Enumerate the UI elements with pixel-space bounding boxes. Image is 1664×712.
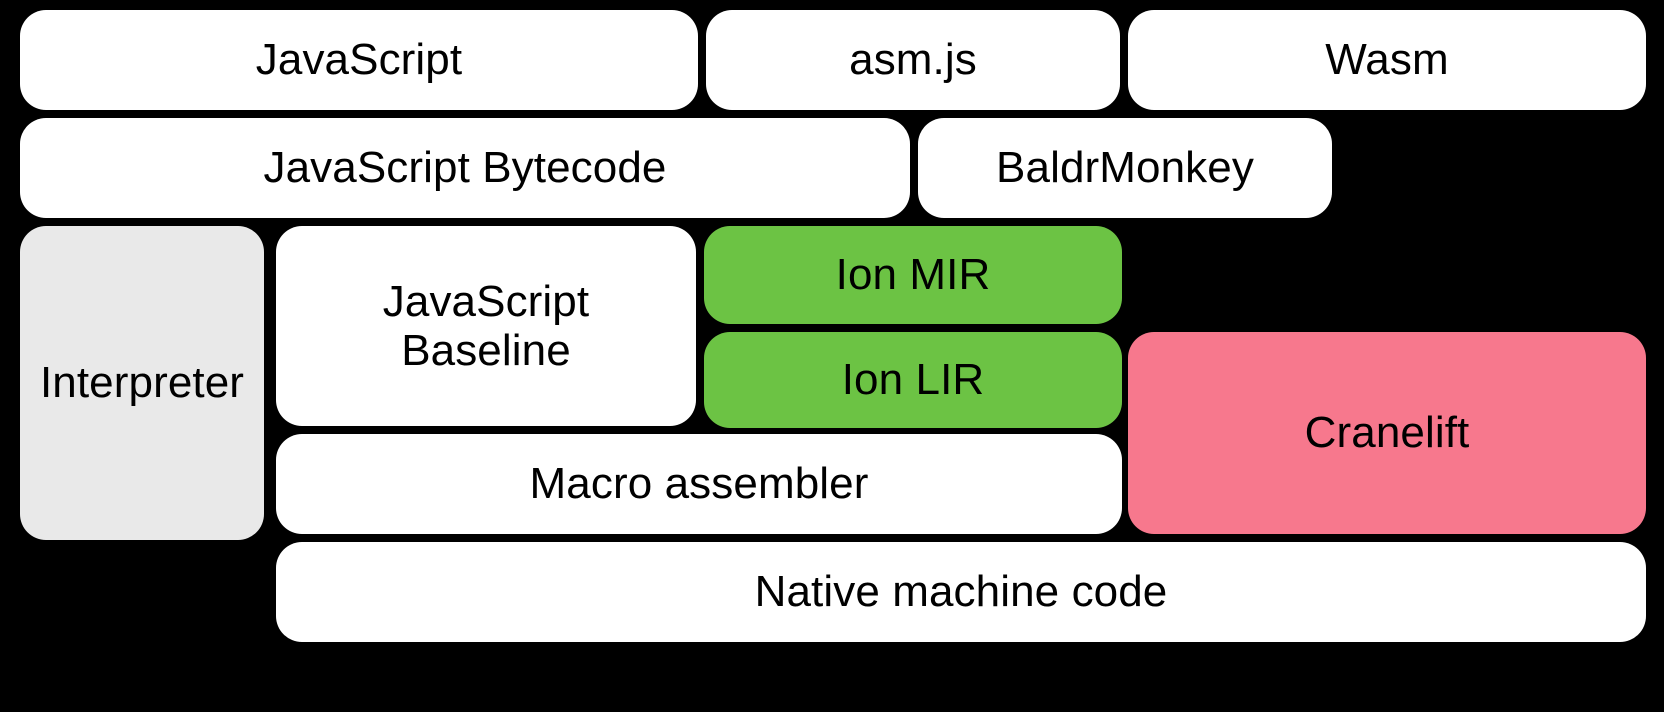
node-wasm-label: Wasm: [1325, 35, 1449, 85]
node-cranelift[interactable]: Cranelift: [1128, 332, 1646, 534]
node-javascript-bytecode-label: JavaScript Bytecode: [263, 143, 667, 193]
node-javascript-baseline[interactable]: JavaScript Baseline: [276, 226, 696, 426]
node-interpreter[interactable]: Interpreter: [20, 226, 264, 540]
node-ion-lir-label: Ion LIR: [841, 355, 985, 405]
node-asmjs[interactable]: asm.js: [706, 10, 1120, 110]
node-macro-assembler-label: Macro assembler: [529, 459, 869, 509]
node-interpreter-label: Interpreter: [39, 358, 245, 408]
node-native-machine-code-label: Native machine code: [754, 567, 1168, 617]
node-native-machine-code[interactable]: Native machine code: [276, 542, 1646, 642]
node-ion-mir[interactable]: Ion MIR: [704, 226, 1122, 324]
node-macro-assembler[interactable]: Macro assembler: [276, 434, 1122, 534]
node-javascript-bytecode[interactable]: JavaScript Bytecode: [20, 118, 910, 218]
node-ion-mir-label: Ion MIR: [835, 250, 991, 300]
node-javascript-label: JavaScript: [255, 35, 463, 85]
node-baldrmonkey-label: BaldrMonkey: [996, 143, 1254, 193]
node-javascript-baseline-label: JavaScript Baseline: [382, 276, 590, 375]
node-ion-lir[interactable]: Ion LIR: [704, 332, 1122, 428]
node-baldrmonkey[interactable]: BaldrMonkey: [918, 118, 1332, 218]
node-wasm[interactable]: Wasm: [1128, 10, 1646, 110]
node-cranelift-label: Cranelift: [1304, 408, 1470, 458]
node-javascript[interactable]: JavaScript: [20, 10, 698, 110]
node-asmjs-label: asm.js: [849, 35, 977, 85]
